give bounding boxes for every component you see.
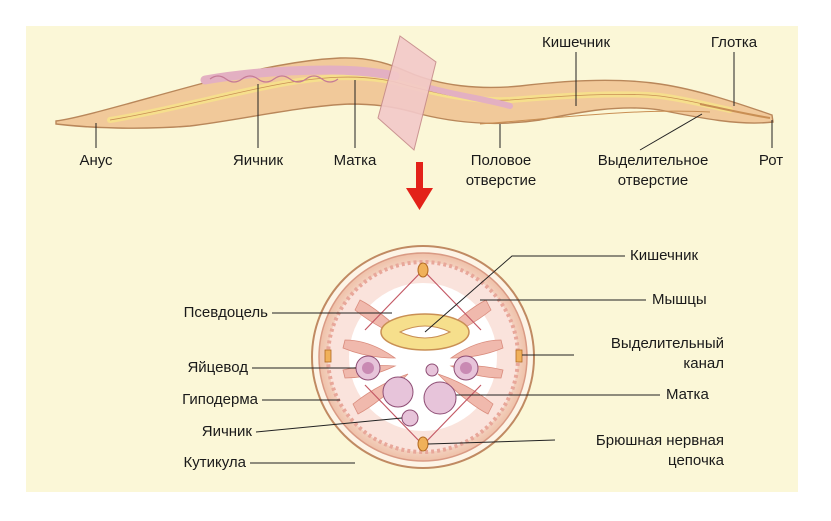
left-excretory-canal	[324, 349, 332, 363]
label-muscles: Мышцы	[652, 291, 707, 308]
down-arrow-icon	[406, 162, 433, 210]
worm-uterus-tube	[427, 85, 513, 109]
label-cuticle: Кутикула	[183, 454, 246, 471]
worm-pharynx	[699, 103, 771, 119]
reproductive-tubes	[355, 355, 479, 427]
label-oviduct: Яйцевод	[187, 359, 248, 376]
label-excretory-pore-line2: отверстие	[617, 172, 689, 189]
label-ovary-bottom: Яичник	[201, 423, 252, 440]
label-pharynx: Глотка	[710, 34, 758, 51]
label-uterus-bottom: Матка	[666, 386, 709, 403]
label-mouth: Рот	[758, 152, 784, 169]
top-leader-lines	[95, 52, 773, 151]
leader-nerve-cord	[427, 439, 556, 445]
uterus-section-2	[423, 381, 457, 415]
ventral-nerve-cord	[417, 436, 429, 452]
leader-ovary-bottom	[255, 417, 403, 433]
worm-ovary-coil	[209, 75, 339, 83]
worm-excretory-line	[479, 110, 711, 125]
section-plane	[377, 35, 437, 151]
cross-section	[311, 245, 535, 469]
label-anus: Анус	[79, 152, 113, 169]
label-nerve-cord-line2: цепочка	[668, 452, 724, 469]
label-nerve-cord-line1: Брюшная нервная	[595, 432, 724, 449]
label-pseudocoel: Псевдоцель	[183, 304, 268, 321]
label-excretory-canal-line1: Выделительный	[610, 335, 724, 352]
right-excretory-canal	[515, 349, 523, 363]
label-genital-pore-line1: Половое	[470, 152, 532, 169]
worm-reproductive	[200, 65, 400, 85]
label-ovary-top: Яичник	[232, 152, 284, 169]
leader-excretory-pore	[639, 113, 703, 151]
label-intestine-top: Кишечник	[541, 34, 611, 51]
label-excretory-canal-line2: канал	[683, 355, 724, 372]
dorsal-cord	[417, 262, 429, 278]
ovary-section	[401, 409, 419, 427]
uterus-section-1	[382, 376, 414, 408]
label-excretory-pore-line1: Выделительное	[597, 152, 709, 169]
label-hypodermis: Гиподерма	[182, 391, 258, 408]
label-uterus-top: Матка	[333, 152, 377, 169]
leader-intestine-bottom	[424, 255, 625, 333]
bottom-leader-lines	[250, 255, 660, 464]
label-genital-pore-line2: отверстие	[465, 172, 537, 189]
label-intestine-bottom: Кишечник	[630, 247, 699, 264]
